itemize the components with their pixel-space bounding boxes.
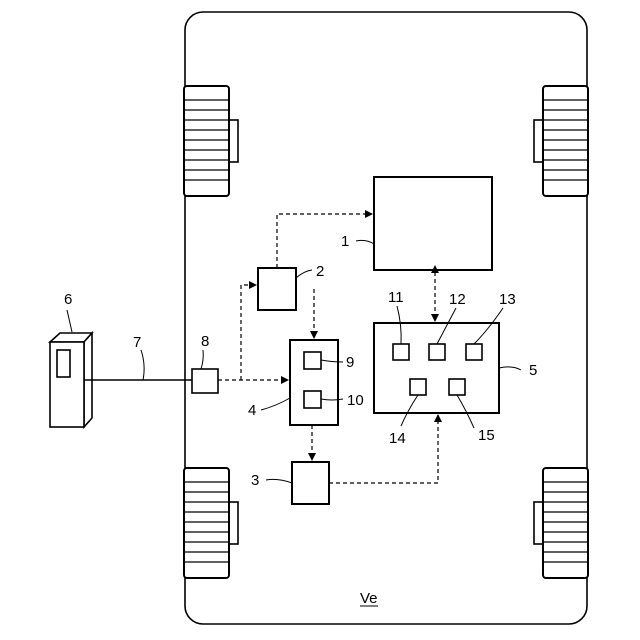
label-13: 13 [499, 291, 516, 308]
vehicle-body [185, 12, 587, 624]
label-7: 7 [133, 334, 141, 351]
leader-4 [261, 398, 290, 410]
charging-inlet [192, 369, 218, 393]
label-5: 5 [529, 362, 537, 379]
wheel-front-left [184, 86, 238, 196]
leader-8 [201, 350, 203, 369]
label-10: 10 [347, 392, 364, 409]
charge-unit-box [258, 268, 296, 310]
signal-inlet-to-unit2 [241, 285, 256, 380]
label-9: 9 [346, 354, 354, 371]
label-15: 15 [478, 427, 495, 444]
sensor-12-box [429, 344, 445, 360]
label-2: 2 [316, 263, 324, 280]
vehicle-label: Ve [360, 590, 378, 607]
leader-7 [141, 350, 144, 380]
sensor-13-box [466, 344, 482, 360]
sensor-11-box [393, 344, 409, 360]
label-14: 14 [389, 430, 406, 447]
output-unit-box [292, 462, 329, 504]
wheel-front-right [534, 86, 588, 196]
sensor-15-box [449, 379, 465, 395]
signal-unit3-to-ecu [329, 415, 438, 483]
controller-box [374, 177, 492, 270]
cell-9-box [304, 352, 321, 369]
leader-6 [67, 310, 72, 332]
label-12: 12 [449, 291, 466, 308]
cell-10-box [304, 391, 321, 408]
label-8: 8 [201, 333, 209, 350]
label-6: 6 [64, 291, 72, 308]
sensor-14-box [410, 379, 426, 395]
label-11: 11 [388, 289, 404, 306]
wheel-rear-left [184, 468, 238, 578]
ecu-box [374, 323, 499, 413]
leader-5 [499, 367, 521, 370]
leader-3 [266, 479, 292, 483]
leader-1 [356, 240, 374, 244]
leader-2 [296, 270, 312, 278]
label-1: 1 [341, 233, 349, 250]
label-3: 3 [251, 472, 259, 489]
wheel-rear-right [534, 468, 588, 578]
label-4: 4 [248, 402, 256, 419]
